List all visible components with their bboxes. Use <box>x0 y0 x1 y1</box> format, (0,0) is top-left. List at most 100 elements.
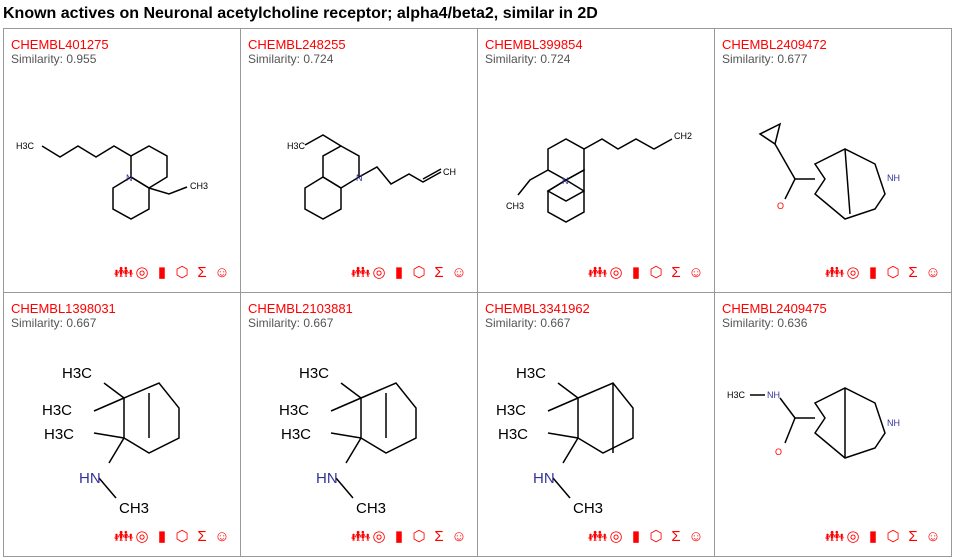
smiley-icon[interactable]: ☺ <box>451 263 467 281</box>
card-actions: 👪︎ ◎ ▮ ⬡ Σ ☺ <box>588 527 704 546</box>
target-icon[interactable]: ◎ <box>372 528 386 545</box>
pill-icon[interactable]: ▮ <box>157 528 167 545</box>
svg-text:H3C: H3C <box>287 141 306 151</box>
compound-id-link[interactable]: CHEMBL3341962 <box>485 301 590 316</box>
hexagon-icon[interactable]: ⬡ <box>886 264 900 281</box>
svg-text:H3C: H3C <box>498 426 528 443</box>
similarity-score: Similarity: 0.667 <box>485 316 571 330</box>
svg-text:CH3: CH3 <box>119 500 149 517</box>
hexagon-icon[interactable]: ⬡ <box>412 264 426 281</box>
page-title: Known actives on Neuronal acetylcholine … <box>3 5 598 22</box>
target-icon[interactable]: ◎ <box>609 264 623 281</box>
svg-text:NH: NH <box>767 390 780 400</box>
svg-text:N: N <box>126 173 133 183</box>
similarity-score: Similarity: 0.955 <box>11 52 97 66</box>
people-icon[interactable]: 👪︎ <box>351 264 371 281</box>
svg-text:H3C: H3C <box>299 365 329 382</box>
smiley-icon[interactable]: ☺ <box>214 527 230 545</box>
hexagon-icon[interactable]: ⬡ <box>175 528 189 545</box>
hexagon-icon[interactable]: ⬡ <box>412 528 426 545</box>
card-actions: 👪︎ ◎ ▮ ⬡ Σ ☺ <box>825 527 941 546</box>
people-icon[interactable]: 👪︎ <box>825 264 845 281</box>
pill-icon[interactable]: ▮ <box>631 264 641 281</box>
compound-id-link[interactable]: CHEMBL248255 <box>248 37 346 52</box>
hexagon-icon[interactable]: ⬡ <box>175 264 189 281</box>
target-icon[interactable]: ◎ <box>135 264 149 281</box>
compound-id-link[interactable]: CHEMBL1398031 <box>11 301 116 316</box>
svg-text:H3C: H3C <box>281 426 311 443</box>
target-icon[interactable]: ◎ <box>609 528 623 545</box>
svg-text:NH: NH <box>887 418 900 428</box>
svg-text:H3C: H3C <box>279 402 309 419</box>
compound-id-link[interactable]: CHEMBL2103881 <box>248 301 353 316</box>
sigma-icon[interactable]: Σ <box>434 263 444 281</box>
pill-icon[interactable]: ▮ <box>868 528 878 545</box>
compound-id-link[interactable]: CHEMBL2409475 <box>722 301 827 316</box>
people-icon[interactable]: 👪︎ <box>588 264 608 281</box>
people-icon[interactable]: 👪︎ <box>825 528 845 545</box>
svg-text:HN: HN <box>533 470 555 487</box>
smiley-icon[interactable]: ☺ <box>214 263 230 281</box>
people-icon[interactable]: 👪︎ <box>351 528 371 545</box>
target-icon[interactable]: ◎ <box>846 528 860 545</box>
svg-text:NH: NH <box>887 173 900 183</box>
target-icon[interactable]: ◎ <box>135 528 149 545</box>
similarity-score: Similarity: 0.667 <box>11 316 97 330</box>
results-grid: CHEMBL401275 Similarity: 0.955 H3C N CH3 👪… <box>3 28 952 557</box>
sigma-icon[interactable]: Σ <box>908 527 918 545</box>
pill-icon[interactable]: ▮ <box>157 264 167 281</box>
pill-icon[interactable]: ▮ <box>394 264 404 281</box>
target-icon[interactable]: ◎ <box>846 264 860 281</box>
svg-text:CH3: CH3 <box>356 500 386 517</box>
target-icon[interactable]: ◎ <box>372 264 386 281</box>
card-actions: 👪︎ ◎ ▮ ⬡ Σ ☺ <box>588 263 704 282</box>
compound-card: CHEMBL2103881 Similarity: 0.667 H3C H3C H3… <box>241 293 478 557</box>
sigma-icon[interactable]: Σ <box>197 263 207 281</box>
svg-text:H3C: H3C <box>42 402 72 419</box>
molecule-structure: O NH <box>758 122 900 220</box>
hexagon-icon[interactable]: ⬡ <box>649 264 663 281</box>
similarity-score: Similarity: 0.667 <box>248 316 334 330</box>
people-icon[interactable]: 👪︎ <box>588 528 608 545</box>
sigma-icon[interactable]: Σ <box>197 527 207 545</box>
svg-text:CH: CH <box>443 167 456 177</box>
card-actions: 👪︎ ◎ ▮ ⬡ Σ ☺ <box>351 263 467 282</box>
compound-id-link[interactable]: CHEMBL2409472 <box>722 37 827 52</box>
pill-icon[interactable]: ▮ <box>631 528 641 545</box>
card-actions: 👪︎ ◎ ▮ ⬡ Σ ☺ <box>114 263 230 282</box>
smiley-icon[interactable]: ☺ <box>688 527 704 545</box>
svg-text:H3C: H3C <box>16 141 35 151</box>
hexagon-icon[interactable]: ⬡ <box>886 528 900 545</box>
svg-text:O: O <box>777 201 784 211</box>
sigma-icon[interactable]: Σ <box>908 263 918 281</box>
svg-text:N: N <box>356 173 363 183</box>
people-icon[interactable]: 👪︎ <box>114 528 134 545</box>
sigma-icon[interactable]: Σ <box>434 527 444 545</box>
svg-text:H3C: H3C <box>727 390 746 400</box>
compound-id-link[interactable]: CHEMBL401275 <box>11 37 109 52</box>
smiley-icon[interactable]: ☺ <box>925 263 941 281</box>
smiley-icon[interactable]: ☺ <box>688 263 704 281</box>
compound-id-link[interactable]: CHEMBL399854 <box>485 37 583 52</box>
svg-text:H3C: H3C <box>496 402 526 419</box>
pill-icon[interactable]: ▮ <box>868 264 878 281</box>
card-actions: 👪︎ ◎ ▮ ⬡ Σ ☺ <box>351 527 467 546</box>
similarity-score: Similarity: 0.636 <box>722 316 808 330</box>
svg-text:H3C: H3C <box>44 426 74 443</box>
smiley-icon[interactable]: ☺ <box>925 527 941 545</box>
smiley-icon[interactable]: ☺ <box>451 527 467 545</box>
people-icon[interactable]: 👪︎ <box>114 264 134 281</box>
pill-icon[interactable]: ▮ <box>394 528 404 545</box>
hexagon-icon[interactable]: ⬡ <box>649 528 663 545</box>
sigma-icon[interactable]: Σ <box>671 263 681 281</box>
sigma-icon[interactable]: Σ <box>671 527 681 545</box>
